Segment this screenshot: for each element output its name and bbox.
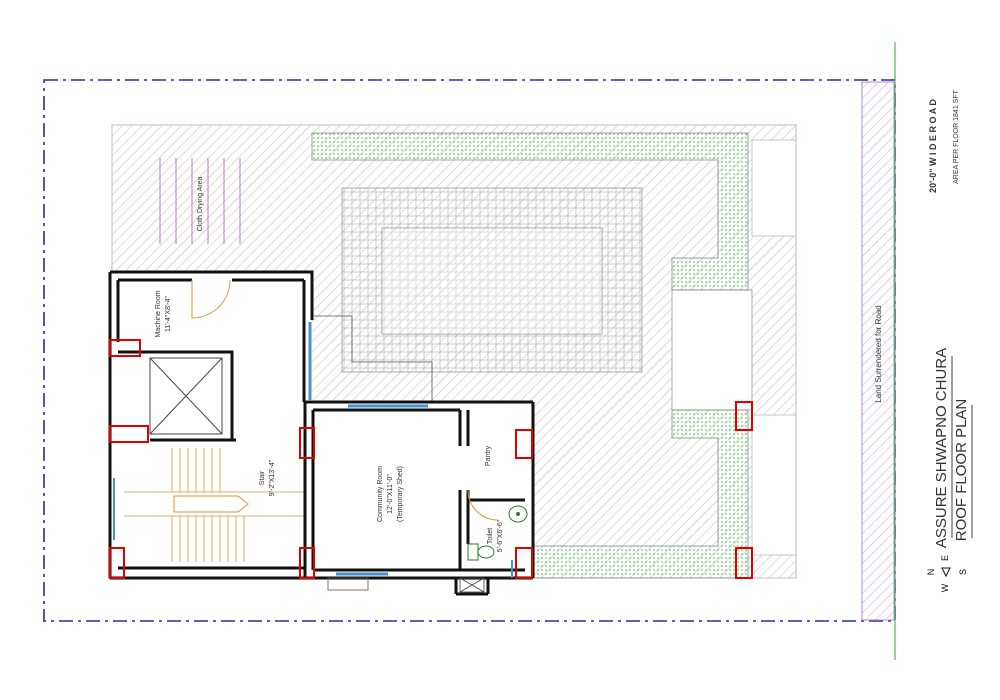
area-label: AREA PER FLOOR 1841 SFT <box>953 89 960 183</box>
compass-icon: N W E S <box>926 555 968 592</box>
green-bed-top <box>311 132 749 291</box>
columns <box>109 339 753 579</box>
right-edge-panel-2 <box>751 414 797 556</box>
sheet-title: ROOF FLOOR PLAN <box>953 399 970 542</box>
duct-line <box>312 315 433 404</box>
community-room-note: (Temporary Shed) <box>397 466 404 522</box>
svg-text:S: S <box>958 569 968 575</box>
pantry-label: Pantry <box>485 445 492 466</box>
wash-basin-icon <box>508 505 528 523</box>
toilet-label: Toilet <box>487 528 494 544</box>
svg-text:N: N <box>926 569 936 576</box>
community-block-fill <box>305 402 533 578</box>
machine-room-size: 11'-4"X8'-4" <box>165 296 172 332</box>
toilet-door <box>467 489 499 521</box>
svg-text:E: E <box>940 555 950 561</box>
commode-icon <box>467 543 495 561</box>
land-surrendered-strip <box>861 81 895 621</box>
column <box>515 429 533 459</box>
cloth-drying-label: Cloth Drying Area <box>197 176 204 231</box>
plot-boundary <box>43 79 896 622</box>
tiled-area-center <box>381 227 603 335</box>
column <box>109 547 125 579</box>
stair-treads <box>124 448 304 562</box>
lift-shaft <box>149 357 223 435</box>
svg-text:W: W <box>940 583 950 592</box>
tiled-area-center-bg <box>382 228 602 334</box>
column <box>735 547 753 579</box>
column <box>109 339 141 357</box>
community-room-label: Community Room <box>377 466 384 522</box>
community-block-walls <box>303 400 535 596</box>
cloth-drying-lines <box>159 158 241 244</box>
machine-room-door <box>191 279 231 319</box>
shaft-x-icon <box>459 577 485 593</box>
column <box>735 401 753 431</box>
column <box>515 547 533 579</box>
project-title: ASSURE SHWAPNO CHURA <box>933 348 950 548</box>
stair-size: 9'-2"X13'-4" <box>269 459 276 496</box>
machine-room-label: Machine Room <box>155 290 162 337</box>
right-edge-panel <box>751 139 797 237</box>
column <box>109 425 149 443</box>
stair-label: Stair <box>259 470 266 485</box>
road-label: 20'-0" W I D E R O A D <box>928 99 938 193</box>
toilet-size: 5'-6"X6'-6" <box>497 519 504 552</box>
stair-handrail <box>173 495 249 513</box>
land-surrendered-label: Land Surrendered for Road <box>874 305 883 402</box>
community-step <box>327 577 369 591</box>
column <box>299 427 315 459</box>
community-room-size: 12'-0"X11'-0" <box>387 474 394 514</box>
roof-open-channel <box>671 289 753 411</box>
column <box>299 547 315 579</box>
